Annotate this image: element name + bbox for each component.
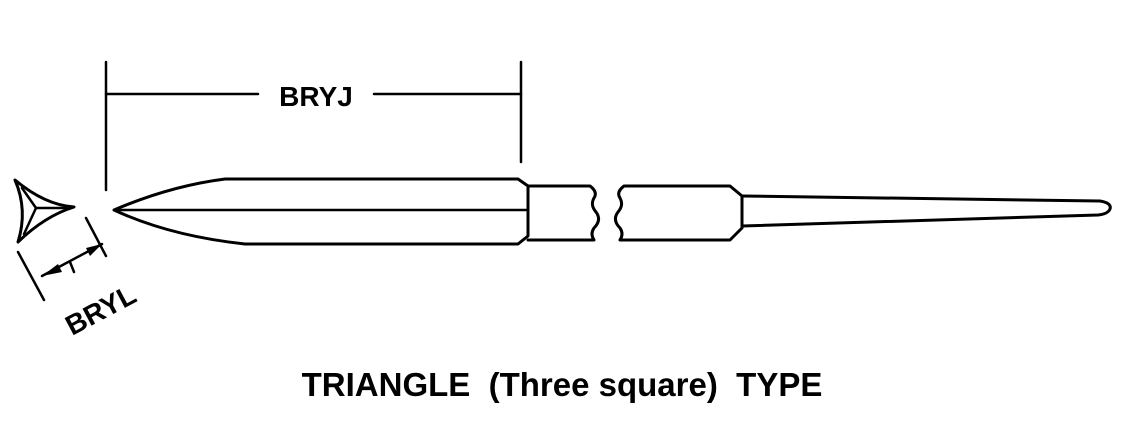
file-ferrule-right: [613, 184, 744, 242]
file-ferrule-left: [526, 184, 601, 242]
length-dimension-label: BRYJ: [279, 81, 353, 112]
file-blade: [112, 177, 530, 246]
diagram-caption: TRIANGLE (Three square) TYPE: [302, 366, 823, 403]
width-dimension-label: BRYL: [60, 279, 141, 342]
length-dimension: BRYJ: [104, 60, 523, 192]
width-dimension: BRYL: [16, 216, 141, 342]
triangle-cross-section: [13, 178, 76, 244]
file-tang: [740, 194, 1112, 228]
